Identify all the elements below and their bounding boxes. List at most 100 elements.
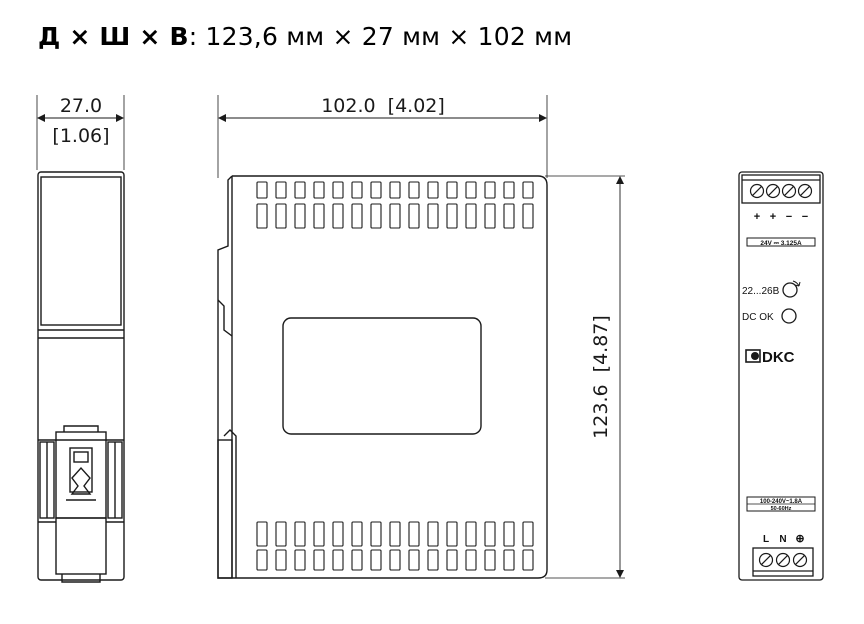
input-rating: 100-240V~1.8A — [760, 499, 803, 505]
vent-slot — [522, 181, 534, 199]
vent-slot — [275, 203, 287, 229]
bottom-terminal-block — [752, 547, 814, 577]
voltage-adjust-knob[interactable] — [782, 282, 798, 298]
vent-slot — [446, 203, 458, 229]
vent-slot — [408, 521, 420, 547]
vent-slot — [351, 549, 363, 571]
output-rating-plate — [746, 237, 816, 247]
vent-slot — [294, 203, 306, 229]
screw-slot — [784, 186, 794, 196]
panel-view — [738, 171, 824, 581]
screw-slot — [768, 186, 778, 196]
dimensions-value: : 123,6 мм × 27 мм × 102 мм — [188, 22, 573, 51]
vent-slot — [294, 181, 306, 199]
vent-slot — [351, 203, 363, 229]
vent-slot — [465, 521, 477, 547]
vent-slot — [484, 549, 496, 571]
terminal-screw — [758, 552, 774, 568]
terminal-sign: + — [754, 211, 760, 223]
vent-slot — [484, 203, 496, 229]
vent-slot — [313, 203, 325, 229]
vent-slot — [389, 521, 401, 547]
terminal-screw — [765, 183, 781, 199]
vent-slot — [275, 181, 287, 199]
bottom-vent-slots — [256, 521, 534, 571]
vent-slot — [465, 181, 477, 199]
screw-slot — [795, 555, 805, 565]
terminal-screw — [792, 552, 808, 568]
vent-slot — [389, 549, 401, 571]
vent-slot — [313, 521, 325, 547]
vent-slot — [332, 203, 344, 229]
screw-slot — [761, 555, 771, 565]
vent-slot — [351, 521, 363, 547]
dc-ok-label: DC OK — [742, 312, 774, 323]
dc-ok-led — [781, 308, 797, 324]
terminal-screw — [797, 183, 813, 199]
side-depth-label: 102.0 [4.02] — [321, 95, 445, 117]
brand-logo-text: DKC — [762, 349, 795, 366]
vent-slot — [484, 521, 496, 547]
vent-slot — [294, 549, 306, 571]
top-vent-slots — [256, 181, 534, 229]
vent-slot — [465, 549, 477, 571]
terminal-sign: − — [786, 211, 792, 223]
screw-slot — [752, 186, 762, 196]
vent-slot — [256, 549, 268, 571]
vent-slot — [427, 549, 439, 571]
vent-slot — [522, 549, 534, 571]
vent-slot — [256, 203, 268, 229]
output-rating: 24V ⎓ 3.125A — [760, 240, 802, 247]
vent-slot — [256, 521, 268, 547]
terminal-label: N — [779, 534, 786, 545]
vent-slot — [275, 521, 287, 547]
vent-slot — [522, 203, 534, 229]
vent-slot — [370, 181, 382, 199]
screw-slot — [800, 186, 810, 196]
vent-slot — [484, 181, 496, 199]
terminal-label: L — [763, 534, 769, 545]
terminal-screw — [781, 183, 797, 199]
vent-slot — [427, 521, 439, 547]
terminal-screw — [749, 183, 765, 199]
side-view — [217, 95, 625, 579]
vent-slot — [446, 521, 458, 547]
vent-slot — [332, 549, 344, 571]
vent-slot — [332, 521, 344, 547]
vent-slot — [351, 181, 363, 199]
vent-slot — [370, 203, 382, 229]
front-view — [36, 95, 125, 583]
top-terminal-screws — [749, 183, 813, 199]
adjust-range-label: 22...26В — [742, 286, 780, 297]
screw-slot — [778, 555, 788, 565]
vent-slot — [389, 203, 401, 229]
input-rating-plate: 100-240V~1.8A 50-60Hz — [746, 496, 816, 512]
vent-slot — [446, 181, 458, 199]
terminal-label: ⊕ — [795, 533, 804, 545]
top-terminal-signs: + + − − — [754, 211, 808, 223]
vent-slot — [294, 521, 306, 547]
vent-slot — [256, 181, 268, 199]
vent-slot — [275, 549, 287, 571]
dimensions-heading: Д × Ш × В: 123,6 мм × 27 мм × 102 мм — [38, 22, 572, 51]
dimensions-label: Д × Ш × В — [38, 22, 189, 51]
vent-slot — [427, 181, 439, 199]
vent-slot — [370, 549, 382, 571]
vent-slot — [503, 549, 515, 571]
vent-slot — [522, 521, 534, 547]
vent-slot — [408, 181, 420, 199]
side-height-label: 123.6 [4.87] — [590, 315, 612, 439]
vent-slot — [427, 203, 439, 229]
vent-slot — [389, 181, 401, 199]
terminal-sign: + — [770, 211, 776, 223]
vent-slot — [313, 181, 325, 199]
vent-slot — [503, 521, 515, 547]
vent-slot — [503, 181, 515, 199]
terminal-screw — [775, 552, 791, 568]
vent-slot — [408, 203, 420, 229]
bottom-terminal-screws — [758, 552, 808, 568]
input-frequency: 50-60Hz — [771, 506, 792, 512]
dkc-logo-icon: DKC — [745, 349, 795, 366]
vent-slot — [465, 203, 477, 229]
vent-slot — [503, 203, 515, 229]
